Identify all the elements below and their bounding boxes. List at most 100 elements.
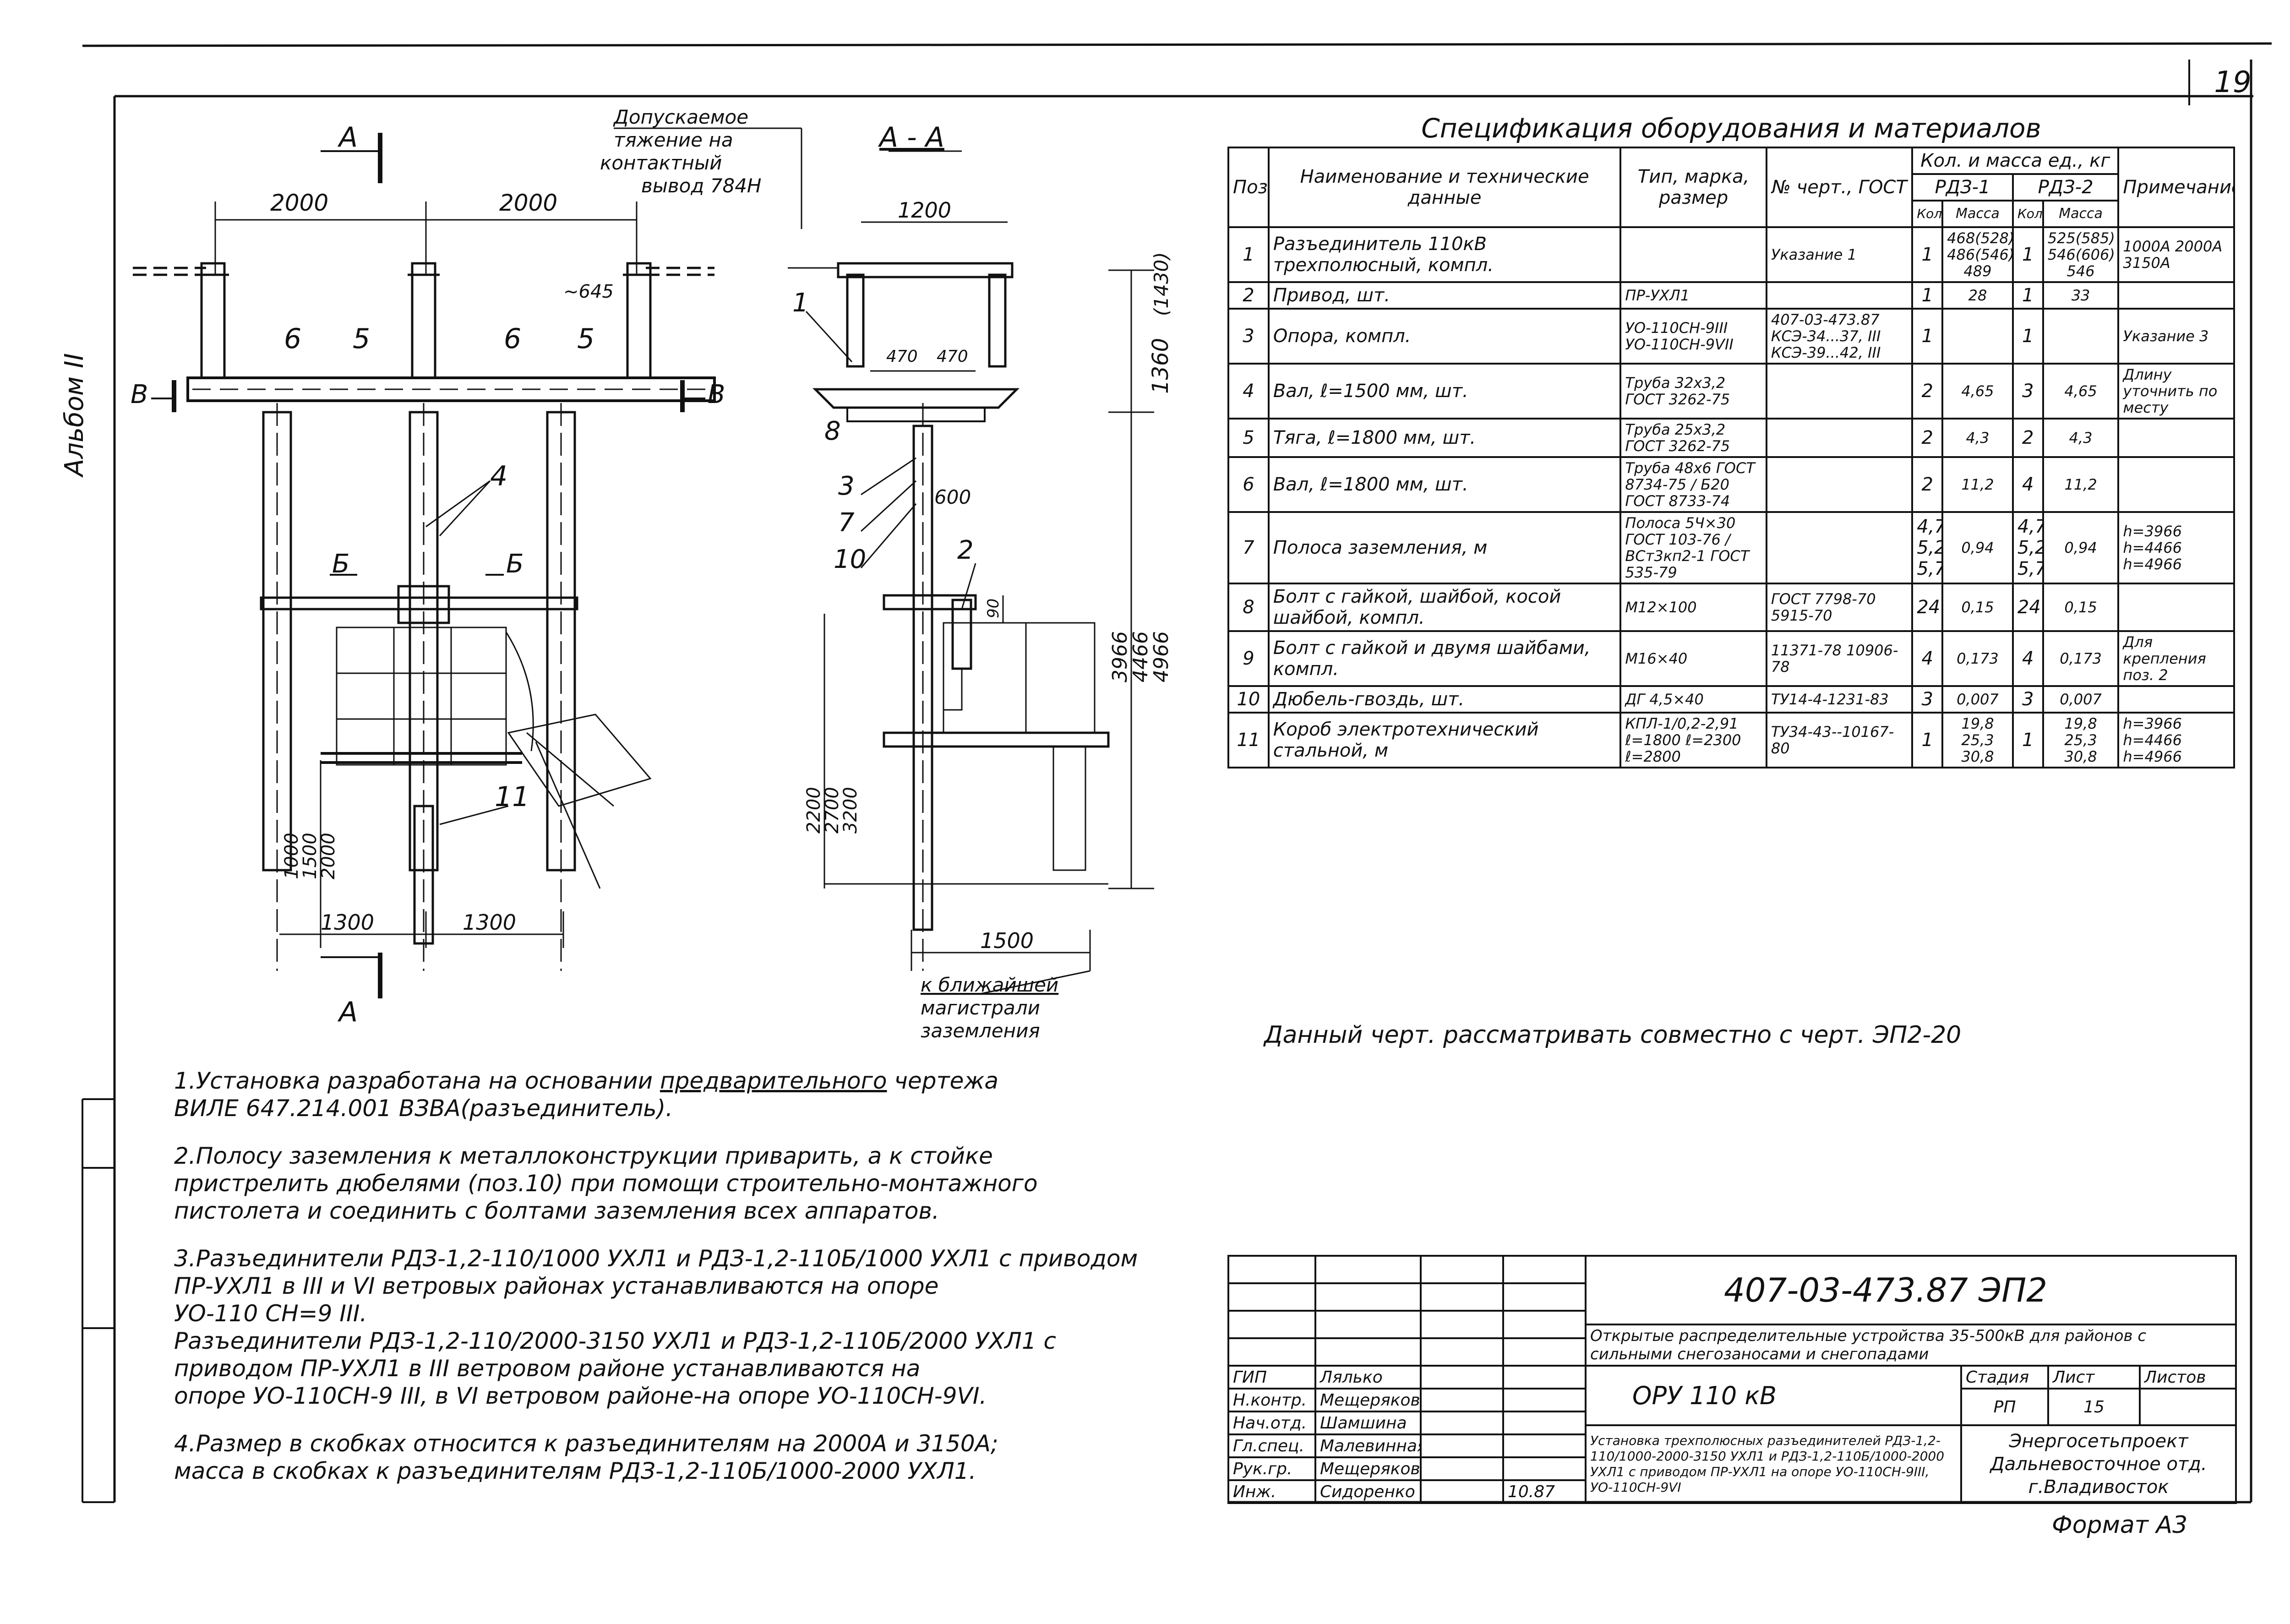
spec-cell-drawing: ТУ34-43--10167-80: [1765, 712, 1914, 768]
role-cell-sig: [1420, 1479, 1504, 1504]
dim-470b: 470: [937, 347, 968, 366]
spec-cell-note: [2117, 281, 2235, 310]
note-item: 1.Установка разработана на основании пре…: [174, 1067, 1205, 1122]
spec-cell-note: 1000А 2000А 3150А: [2117, 226, 2235, 283]
role-cell-sig: [1420, 1433, 1504, 1458]
spec-cell-drawing: [1765, 456, 1914, 513]
allowed-tension-3: контактный: [600, 152, 722, 174]
spec-cell-note: [2117, 685, 2235, 714]
spec-cell-q2: 24: [2012, 583, 2044, 632]
note-number: 4.: [174, 1430, 196, 1457]
spec-cell-q2: 2: [2012, 418, 2044, 458]
notes-block: 1.Установка разработана на основании пре…: [174, 1067, 1205, 1505]
spec-cell-m1: 4,3: [1941, 418, 2014, 458]
role-row: Рук.гр.Мещерякова: [1227, 1456, 1587, 1481]
role-cell-date: [1502, 1365, 1587, 1390]
spec-cell-m2: 33: [2042, 281, 2120, 310]
dim-3966: 3966: [1108, 631, 1132, 682]
mark-b-right: В: [708, 380, 725, 409]
section-a-a-view: [788, 150, 1154, 995]
spec-cell-q2: 1: [2012, 281, 2044, 310]
spec-cell-q1: 4,7 5,2 5,7: [1911, 511, 1944, 584]
spec-cell-m2: 11,2: [2042, 456, 2120, 513]
spec-cell-q2: 1: [2012, 712, 2044, 768]
note-item: 4.Размер в скобках относится к разъедини…: [174, 1430, 1205, 1485]
pos-6b: 6: [504, 323, 521, 355]
pos-1s: 1: [792, 288, 809, 318]
col-note: Примечание: [2117, 147, 2235, 228]
spec-cell-pos: 8: [1227, 583, 1270, 632]
spec-cell-pos: 11: [1227, 712, 1270, 768]
spec-cell-drawing: ГОСТ 7798-70 5915-70: [1765, 583, 1914, 632]
stage-value: РП: [1960, 1388, 2049, 1426]
role-cell-name: Малевинная: [1314, 1433, 1422, 1458]
spec-cell-q1: 1: [1911, 308, 1944, 365]
spec-cell-name: Опора, компл.: [1267, 308, 1622, 365]
spec-cell-q1: 1: [1911, 712, 1944, 768]
spec-cell-pos: 6: [1227, 456, 1270, 513]
drawing-labels: А А А - А В В Б Б 2000 2000 ~645 1300 13…: [131, 106, 1173, 1042]
pos-7s: 7: [838, 508, 855, 538]
spec-cell-m2: 525(585) 546(606) 546: [2042, 226, 2120, 283]
spec-cell-m2: 0,173: [2042, 630, 2120, 687]
dim-90: 90: [984, 599, 1003, 618]
note-item: 2.Полосу заземления к металлоконструкции…: [174, 1142, 1205, 1225]
section-title: А - А: [878, 121, 944, 153]
dim-600: 600: [934, 486, 971, 508]
spec-cell-m2: 0,94: [2042, 511, 2120, 584]
pos-5b: 5: [577, 323, 594, 355]
spec-cell-drawing: ТУ14-4-1231-83: [1765, 685, 1914, 714]
format-label: Формат А3: [2052, 1511, 2188, 1539]
ground-note-1: к ближайшей: [921, 974, 1058, 996]
note-text: Полосу заземления к металлоконструкции п…: [174, 1143, 1038, 1224]
spec-cell-type: ПР-УХЛ1: [1619, 281, 1767, 310]
role-cell-role: Гл.спец.: [1227, 1433, 1316, 1458]
spec-cell-type: ДГ 4,5×40: [1619, 685, 1767, 714]
spec-cell-note: Указание 3: [2117, 308, 2235, 365]
main-elevation-view: [133, 127, 802, 998]
note-underlined: предварительного: [660, 1068, 887, 1094]
pos-3s: 3: [838, 471, 855, 501]
spec-cell-pos: 7: [1227, 511, 1270, 584]
allowed-tension-2: тяжение на: [614, 129, 733, 151]
spec-cell-name: Разъединитель 110кВ трехполюсный, компл.: [1267, 226, 1622, 283]
dim-4966: 4966: [1150, 631, 1173, 682]
col-pos: Поз.: [1227, 147, 1270, 228]
note-text: Размер в скобках относится к разъедините…: [174, 1430, 998, 1484]
spec-cell-name: Тяга, ℓ=1800 мм, шт.: [1267, 418, 1622, 458]
spec-cell-pos: 9: [1227, 630, 1270, 687]
mark-a-bottom: А: [337, 996, 358, 1028]
spec-cell-m2: 0,007: [2042, 685, 2120, 714]
dim-1000: 1000: [281, 833, 302, 879]
ground-note-3: заземления: [921, 1019, 1040, 1042]
col-mass1: Масса: [1941, 200, 2014, 228]
spec-cell-type: М12×100: [1619, 583, 1767, 632]
role-cell-sig: [1420, 1456, 1504, 1481]
spec-cell-m2: 19,8 25,3 30,8: [2042, 712, 2120, 768]
col-drawing: № черт., ГОСТ: [1765, 147, 1914, 228]
dim-2000-right: 2000: [499, 190, 557, 216]
spec-cell-q1: 3: [1911, 685, 1944, 714]
spec-cell-name: Короб электротехнический стальной, м: [1267, 712, 1622, 768]
col-qty1: Кол.: [1911, 200, 1944, 228]
role-cell-role: Рук.гр.: [1227, 1456, 1316, 1481]
role-cell-date: [1502, 1388, 1587, 1412]
spec-cell-note: Длину уточнить по месту: [2117, 363, 2235, 420]
project-description: Открытые распределительные устройства 35…: [1584, 1324, 2237, 1367]
mark-bsec-left: Б: [332, 549, 349, 579]
spec-cell-m1: 0,94: [1941, 511, 2014, 584]
spec-cell-q1: 24: [1911, 583, 1944, 632]
col-qty-mass: Кол. и масса ед., кг: [1911, 147, 2120, 175]
role-row: Нач.отд.Шамшина: [1227, 1411, 1587, 1435]
sheets-header: Листов: [2138, 1365, 2237, 1390]
title-main-table: 407-03-473.87 ЭП2 Открытые распределител…: [1584, 1255, 2237, 1504]
album-label: Альбом II: [60, 353, 89, 476]
note-text: Разъединители РДЗ-1,2-110/1000 УХЛ1 и РД…: [174, 1245, 1138, 1409]
spec-cell-name: Привод, шт.: [1267, 281, 1622, 310]
role-cell-name: Сидоренко: [1314, 1479, 1422, 1504]
spec-cell-m2: 0,15: [2042, 583, 2120, 632]
